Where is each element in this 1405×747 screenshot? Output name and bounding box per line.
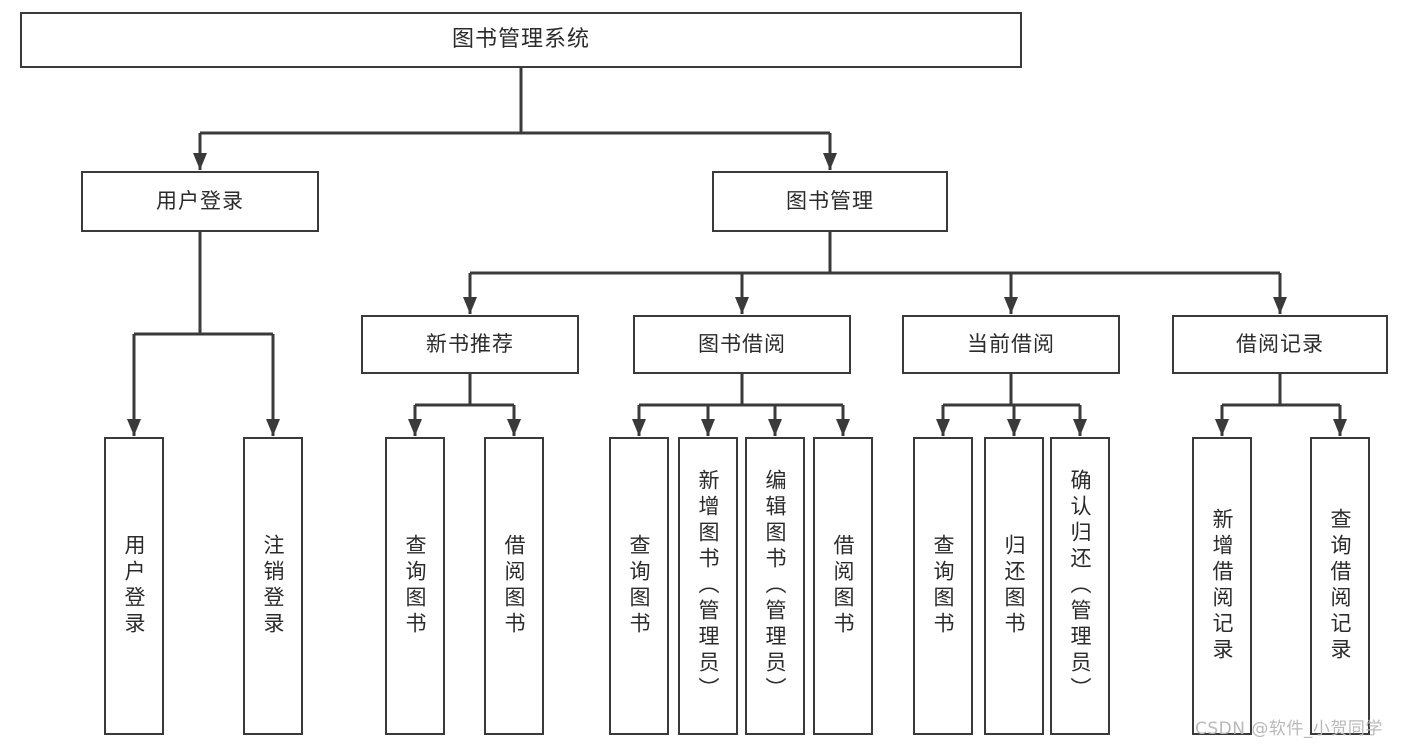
arrow-head-leaf-new-query [408,419,422,436]
node-label: 用户登录 [156,188,244,213]
node-current[interactable]: 当前借阅 [902,315,1120,374]
node-leaf-new-query[interactable]: 查询图书 [385,437,445,735]
node-label: 图书管理系统 [451,26,590,52]
node-label: 查询图书 [931,534,955,638]
arrow-head-leaf-brw-borrow [836,419,850,436]
arrow-head-login [193,153,207,170]
arrow-head-leaf-rec-add [1215,419,1229,436]
node-leaf-cur-return[interactable]: 归还图书 [984,437,1044,735]
arrow-head-leaf-cur-query [936,419,950,436]
arrow-head-records [1273,297,1287,314]
node-label: 借阅图书 [831,534,855,638]
node-leaf-user-login[interactable]: 用户登录 [104,437,164,735]
node-label: 查询图书 [403,534,427,638]
node-leaf-user-logout[interactable]: 注销登录 [243,437,303,735]
node-bookmgmt[interactable]: 图书管理 [712,171,948,232]
node-leaf-cur-query[interactable]: 查询图书 [913,437,973,735]
node-leaf-rec-query[interactable]: 查询借阅记录 [1310,437,1370,735]
node-leaf-cur-confirm[interactable]: 确认归还（管理员） [1050,437,1110,735]
arrow-head-current [1004,297,1018,314]
arrow-head-leaf-cur-return [1007,419,1021,436]
node-records[interactable]: 借阅记录 [1172,315,1388,374]
node-label: 归还图书 [1002,534,1026,638]
arrow-head-leaf-cur-confirm [1073,419,1087,436]
node-login[interactable]: 用户登录 [81,171,319,232]
node-label: 查询图书 [627,534,651,638]
arrow-head-leaf-brw-query [632,419,646,436]
arrow-head-borrow [735,297,749,314]
node-label: 借阅记录 [1236,331,1324,356]
arrow-head-leaf-rec-query [1333,419,1347,436]
node-label: 新增图书（管理员） [696,469,720,703]
node-label: 新书推荐 [426,331,514,356]
node-label: 编辑图书（管理员） [763,469,787,703]
node-label: 新增借阅记录 [1210,508,1234,664]
node-leaf-brw-query[interactable]: 查询图书 [609,437,669,735]
arrow-head-bookmgmt [823,153,837,170]
node-label: 当前借阅 [967,331,1055,356]
node-leaf-new-borrow[interactable]: 借阅图书 [484,437,544,735]
node-label: 用户登录 [122,534,146,638]
node-label: 图书管理 [786,188,874,213]
arrow-head-leaf-brw-add [701,419,715,436]
node-label: 图书借阅 [698,331,786,356]
node-borrow[interactable]: 图书借阅 [633,315,851,374]
node-leaf-brw-add[interactable]: 新增图书（管理员） [678,437,738,735]
node-root[interactable]: 图书管理系统 [20,12,1022,68]
node-leaf-brw-edit[interactable]: 编辑图书（管理员） [745,437,805,735]
arrow-head-newbook [463,297,477,314]
arrow-head-leaf-new-borrow [507,419,521,436]
node-label: 查询借阅记录 [1328,508,1352,664]
arrow-head-leaf-brw-edit [768,419,782,436]
node-label: 注销登录 [261,534,285,638]
node-newbook[interactable]: 新书推荐 [361,315,579,374]
arrow-head-leaf-user-login [127,419,141,436]
arrow-head-leaf-user-logout [266,419,280,436]
node-leaf-brw-borrow[interactable]: 借阅图书 [813,437,873,735]
node-label: 借阅图书 [502,534,526,638]
node-label: 确认归还（管理员） [1068,469,1092,703]
node-leaf-rec-add[interactable]: 新增借阅记录 [1192,437,1252,735]
